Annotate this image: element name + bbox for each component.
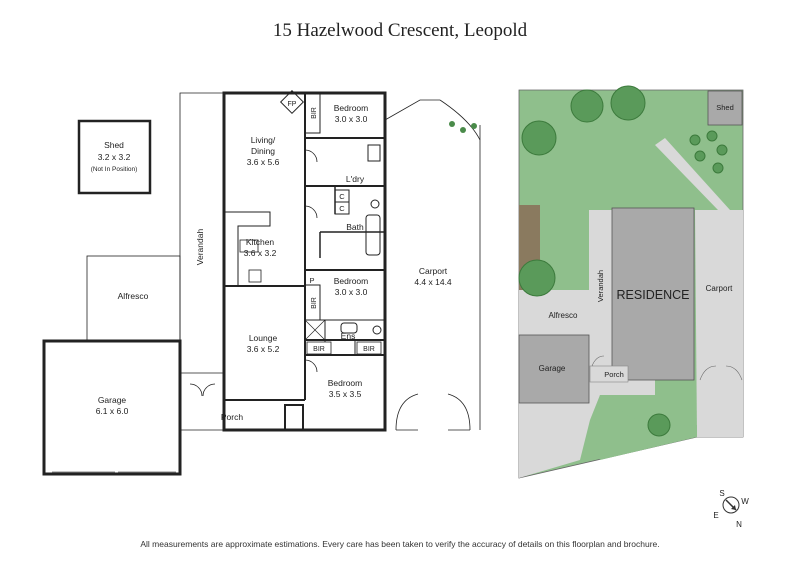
- shed-label: Shed: [104, 140, 124, 150]
- lounge-size: 3.6 x 5.2: [247, 344, 280, 354]
- shed-note: (Not In Position): [91, 166, 138, 173]
- bir-label-3: BIR: [313, 346, 325, 353]
- site-residence: [611, 207, 695, 381]
- bir-label-1: BIR: [311, 107, 318, 119]
- bedroom3-size: 3.5 x 3.5: [329, 389, 362, 399]
- site-shed: [707, 90, 743, 126]
- tree: [610, 85, 646, 121]
- bedroom2-size: 3.0 x 3.0: [335, 287, 368, 297]
- shed-size: 3.2 x 3.2: [98, 152, 131, 162]
- kitchen-size: 3.6 x 3.2: [244, 248, 277, 258]
- tree: [647, 413, 671, 437]
- site-carport-label: Carport: [706, 284, 733, 293]
- tree: [518, 259, 556, 297]
- compass-west: W: [741, 497, 749, 506]
- living-size: 3.6 x 5.6: [247, 157, 280, 167]
- shed-outline: [77, 119, 152, 195]
- site-garage-label: Garage: [539, 364, 566, 373]
- alfresco-paving: [519, 290, 589, 335]
- site-shed-label: Shed: [716, 103, 734, 112]
- kitchen-label: Kitchen: [246, 237, 275, 247]
- garage-label: Garage: [98, 395, 127, 405]
- compass-south: S: [719, 489, 724, 498]
- compass-icon: S W E N: [713, 489, 749, 529]
- fp-label: FP: [288, 101, 297, 108]
- cupboard-label-1: C: [339, 192, 345, 201]
- verandah-outline: [179, 92, 224, 373]
- lounge-label: Lounge: [249, 333, 278, 343]
- ensuite-label: Ens: [341, 331, 356, 341]
- page-title: 15 Hazelwood Crescent, Leopold: [272, 20, 528, 41]
- siteplan: [518, 85, 744, 479]
- garage-size: 6.1 x 6.0: [96, 406, 129, 416]
- site-garage: [518, 334, 590, 404]
- bedroom1-label: Bedroom: [334, 103, 369, 113]
- bir-label-2: BIR: [311, 297, 318, 309]
- compass-north: N: [736, 520, 742, 529]
- cupboard-label-2: C: [339, 204, 345, 213]
- carport-size: 4.4 x 14.4: [414, 277, 452, 287]
- pantry-label: P: [309, 276, 314, 285]
- site-residence-label: RESIDENCE: [617, 288, 690, 302]
- verandah-label: Verandah: [195, 229, 205, 266]
- driveway: [695, 210, 743, 437]
- bedroom3-label: Bedroom: [328, 378, 363, 388]
- bir-label-4: BIR: [363, 346, 375, 353]
- compass-east: E: [713, 511, 718, 520]
- porch-label: Porch: [221, 412, 243, 422]
- laundry-label: L'dry: [346, 174, 365, 184]
- tree: [570, 89, 604, 123]
- living-label: Living/: [251, 135, 276, 145]
- floorplan: [42, 89, 481, 476]
- carport-label: Carport: [419, 266, 448, 276]
- bedroom2-label: Bedroom: [334, 276, 369, 286]
- site-porch-label: Porch: [604, 370, 624, 379]
- living-label-2: Dining: [251, 146, 275, 156]
- disclaimer-text: All measurements are approximate estimat…: [140, 539, 660, 549]
- tree: [521, 120, 557, 156]
- bedroom1-size: 3.0 x 3.0: [335, 114, 368, 124]
- site-verandah-label: Verandah: [596, 270, 605, 302]
- alfresco-label: Alfresco: [118, 291, 149, 301]
- bath-label: Bath: [346, 222, 364, 232]
- site-alfresco-label: Alfresco: [549, 311, 578, 320]
